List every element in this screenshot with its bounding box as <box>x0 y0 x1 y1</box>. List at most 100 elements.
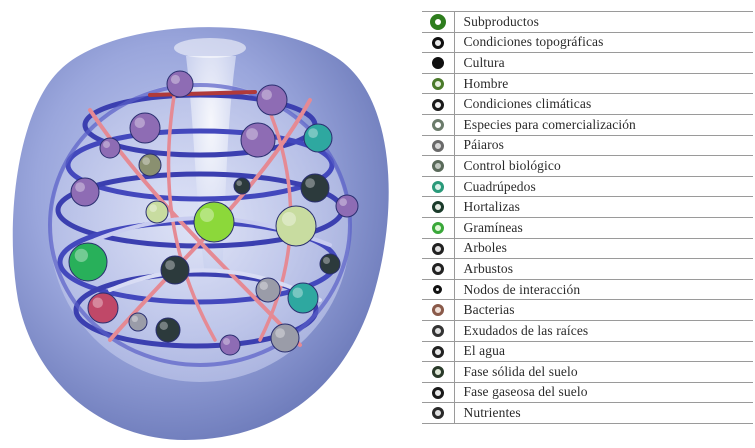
legend-label: Condiciones topográficas <box>454 32 753 53</box>
legend-row: Cultura <box>422 53 753 74</box>
sphere-highlight <box>149 204 157 212</box>
legend-icon-cell <box>422 176 454 197</box>
legend-label: El agua <box>454 341 753 362</box>
legend-label: Subproductos <box>454 12 753 33</box>
sphere-yellow-green <box>194 202 234 242</box>
sphere-grey <box>256 278 280 302</box>
ring-icon <box>432 37 444 49</box>
legend-row: Especies para comercialización <box>422 114 753 135</box>
sphere-green <box>69 243 107 281</box>
legend-icon-cell <box>422 300 454 321</box>
sphere-violet <box>100 138 120 158</box>
legend-label: Fase sólida del suelo <box>454 362 753 383</box>
legend-row: Hortalizas <box>422 197 753 218</box>
sphere-dark <box>156 318 180 342</box>
sphere-highlight <box>132 316 138 322</box>
sphere-highlight <box>200 208 214 222</box>
ring-icon <box>432 78 444 90</box>
ring-icon <box>432 304 444 316</box>
sphere-highlight <box>323 257 330 264</box>
legend-icon-cell <box>422 217 454 238</box>
legend-row: Nutrientes <box>422 403 753 424</box>
sphere-highlight <box>142 157 150 165</box>
sphere-highlight <box>93 298 104 309</box>
sphere-dark <box>161 256 189 284</box>
sphere-violet <box>71 178 99 206</box>
legend-label: Hombre <box>454 73 753 94</box>
legend-label: Condiciones climáticas <box>454 94 753 115</box>
legend-row: Hombre <box>422 73 753 94</box>
legend-icon-cell <box>422 341 454 362</box>
ring-icon <box>432 243 444 255</box>
small-dot-icon <box>433 285 442 294</box>
legend-row: Subproductos <box>422 12 753 33</box>
legend-row: Bacterias <box>422 300 753 321</box>
legend-icon-cell <box>422 259 454 280</box>
ring-icon <box>432 119 444 131</box>
sphere-grey <box>129 313 147 331</box>
legend-row: Gramíneas <box>422 217 753 238</box>
legend-icon-cell <box>422 94 454 115</box>
legend-icon-cell <box>422 114 454 135</box>
legend-row: Fase gaseosa del suelo <box>422 382 753 403</box>
sphere-violet <box>167 71 193 97</box>
legend-label: Cuadrúpedos <box>454 176 753 197</box>
sphere-highlight <box>160 322 168 330</box>
sphere-highlight <box>262 90 273 101</box>
sphere-teal <box>304 124 332 152</box>
legend-icon-cell <box>422 238 454 259</box>
sphere-dark <box>301 174 329 202</box>
legend-icon-cell <box>422 362 454 383</box>
sphere-grey <box>271 324 299 352</box>
legend-row: Fase sólida del suelo <box>422 362 753 383</box>
sphere-pale-green <box>276 206 316 246</box>
legend-icon-cell <box>422 279 454 300</box>
legend-label: Bacterias <box>454 300 753 321</box>
legend-label: Páiaros <box>454 135 753 156</box>
legend-icon-cell <box>422 403 454 424</box>
legend-row: Arbustos <box>422 259 753 280</box>
sphere-dark <box>320 254 340 274</box>
legend-icon-cell <box>422 320 454 341</box>
sphere-violet <box>336 195 358 217</box>
ring-icon <box>432 387 444 399</box>
ring-icon <box>432 160 444 172</box>
legend-row: Cuadrúpedos <box>422 176 753 197</box>
sphere-highlight <box>103 141 110 148</box>
legend-row: El agua <box>422 341 753 362</box>
sphere-dark <box>234 178 250 194</box>
dot-icon <box>432 57 444 69</box>
legend-icon-cell <box>422 53 454 74</box>
sphere-violet <box>241 123 275 157</box>
sphere-violet <box>130 113 160 143</box>
sphere-highlight <box>135 118 146 129</box>
ring-icon <box>432 140 444 152</box>
ring-icon <box>432 346 444 358</box>
ring-large-icon <box>430 14 446 30</box>
ring-icon <box>432 201 444 213</box>
legend-row: Exudados de las raíces <box>422 320 753 341</box>
legend-row: Condiciones climáticas <box>422 94 753 115</box>
legend-row: Nodos de interacción <box>422 279 753 300</box>
sphere-highlight <box>339 198 347 206</box>
ring-icon <box>432 366 444 378</box>
ring-icon <box>432 263 444 275</box>
sphere-highlight <box>246 128 258 140</box>
legend-icon-cell <box>422 73 454 94</box>
sphere-violet <box>257 85 287 115</box>
legend-label: Exudados de las raíces <box>454 320 753 341</box>
legend-icon-cell <box>422 135 454 156</box>
sphere-highlight <box>236 180 242 186</box>
ring-icon <box>432 222 444 234</box>
sphere-highlight <box>282 212 296 226</box>
legend-row: Páiaros <box>422 135 753 156</box>
legend-label: Control biológico <box>454 156 753 177</box>
legend-label: Arboles <box>454 238 753 259</box>
sphere-highlight <box>165 260 175 270</box>
sphere-pale-green <box>146 201 168 223</box>
ring-icon <box>432 181 444 193</box>
legend-icon-cell <box>422 382 454 403</box>
ring-icon <box>432 99 444 111</box>
sphere-olive <box>139 154 161 176</box>
ring-icon <box>432 407 444 419</box>
